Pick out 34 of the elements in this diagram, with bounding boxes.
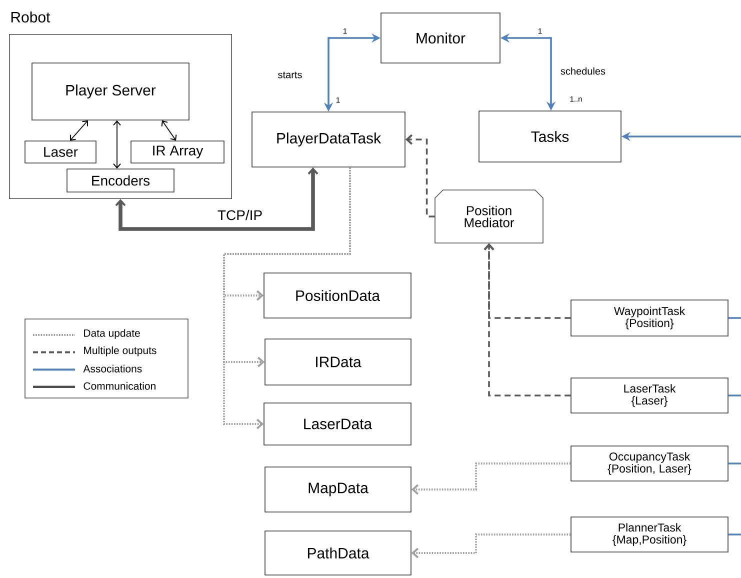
connector-arrow [411, 534, 571, 558]
component-box: Player Server [32, 62, 190, 120]
class-box: Tasks [478, 110, 622, 162]
legend-text: Communication [84, 382, 156, 390]
class-box: Monitor [380, 12, 500, 64]
data-box: PathData [264, 530, 412, 576]
connector-arrow [405, 134, 435, 218]
legend-text: Associations [83, 364, 142, 372]
task-box: LaserTask {Laser} [570, 378, 728, 414]
data-box: PositionData [264, 272, 412, 318]
class-box: PlayerDataTask [252, 112, 406, 168]
connector-arrow [223, 167, 351, 430]
task-box: PlannerTask {Map,Position} [570, 516, 728, 552]
legend-text: Multiple outputs [84, 346, 156, 356]
connector-arrow [484, 243, 571, 396]
task-box: WaypointTask {Position} [570, 300, 728, 336]
data-box: IRData [264, 338, 412, 386]
edge-label: schedules [560, 66, 607, 76]
component-box: Laser [24, 140, 96, 164]
task-box: OccupancyTask {Position, Laser} [570, 446, 728, 482]
connector-arrow [113, 120, 121, 169]
box-heading: Robot [11, 12, 50, 22]
connector-arrow [411, 462, 571, 495]
component-box: Encoders [66, 168, 174, 192]
data-box: LaserData [264, 402, 412, 446]
connector-arrow [115, 167, 318, 231]
edge-label: TCP/IP [216, 208, 264, 222]
connector-arrow [70, 120, 88, 141]
legend-text: Data update [84, 329, 140, 339]
mediator-box: Position Mediator [434, 190, 544, 244]
edge-label: starts [276, 70, 304, 80]
data-box: MapData [264, 466, 412, 512]
component-box: IR Array [130, 140, 224, 164]
connector-arrow [161, 120, 177, 141]
